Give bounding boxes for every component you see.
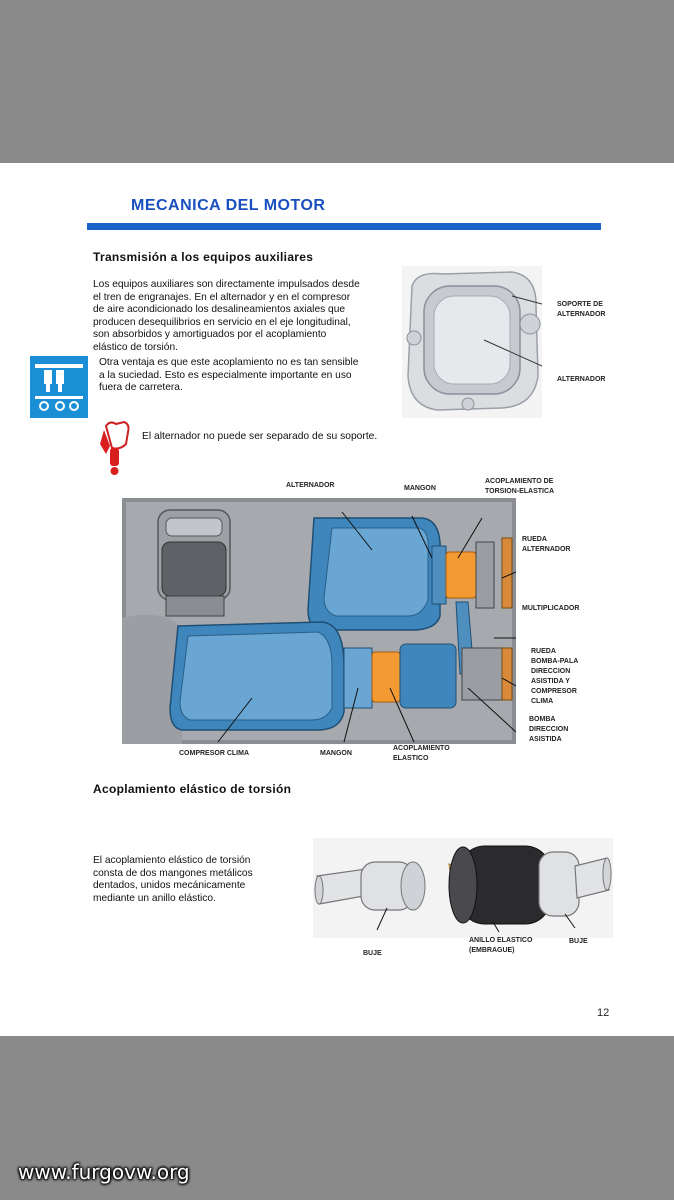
label-line: ELASTICO	[393, 755, 429, 762]
alternator-support-figure	[402, 266, 542, 418]
para-line: fuera de carretera.	[99, 382, 183, 394]
label-line: BOMBA-PALA	[531, 658, 579, 665]
label-buje-left: BUJE	[363, 950, 382, 957]
label-soporte-alternador: SOPORTE DE ALTERNADOR	[557, 300, 605, 320]
label-line: DIRECCION	[531, 668, 571, 675]
label-mangon-bottom: MANGON	[320, 750, 352, 757]
label-acoplamiento-torsion: ACOPLAMIENTO DE TORSION-ELASTICA	[485, 477, 554, 497]
site-watermark: www.furgovw.org	[18, 1160, 190, 1184]
title-rule	[87, 223, 601, 230]
label-line: RUEDA	[531, 648, 556, 655]
para-line: elástico de torsión.	[93, 341, 178, 353]
label-bomba-direccion: BOMBA DIRECCION ASISTIDA	[529, 715, 568, 745]
label-line: ACOPLAMIENTO	[393, 745, 450, 752]
warning-hand-icon	[100, 420, 130, 475]
para-line: a la suciedad. Esto es especialmente imp…	[99, 369, 352, 381]
para-line: el tren de engranajes. En el alternador …	[93, 291, 351, 303]
label-line: TORSION-ELASTICA	[485, 488, 555, 495]
section-heading-acoplamiento: Acoplamiento elástico de torsión	[93, 782, 292, 796]
label-multiplicador: MULTIPLICADOR	[522, 605, 580, 612]
engine-section-icon	[30, 356, 88, 418]
label-line: ALTERNADOR	[522, 546, 571, 553]
label-rueda-bomba: RUEDA BOMBA-PALA DIRECCION ASISTIDA Y CO…	[531, 647, 578, 707]
para-line: consta de dos mangones metálicos	[93, 867, 253, 879]
label-line: ALTERNADOR	[557, 311, 606, 318]
para-line: son absorbidos y amortiguados por el aco…	[93, 329, 327, 341]
para-line: mediante un anillo elástico.	[93, 892, 216, 904]
label-alternador-fig1: ALTERNADOR	[557, 376, 606, 383]
page-number: 12	[597, 1007, 610, 1019]
label-line: ANILLO ELASTICO	[469, 937, 533, 944]
label-anillo-elastico: ANILLO ELASTICO (EMBRAGUE)	[469, 936, 532, 956]
label-line: RUEDA	[522, 536, 547, 543]
para-line: Los equipos auxiliares son directamente …	[93, 279, 360, 290]
section-heading-auxiliares: Transmisión a los equipos auxiliares	[93, 250, 314, 264]
label-rueda-alternador: RUEDA ALTERNADOR	[522, 535, 570, 555]
paragraph-auxiliares: Los equipos auxiliares son directamente …	[93, 279, 360, 355]
label-alternador: ALTERNADOR	[286, 482, 335, 489]
label-line: COMPRESOR	[531, 688, 577, 695]
label-mangon-top: MANGON	[404, 485, 436, 492]
document-page: MECANICA DEL MOTOR Transmisión a los equ…	[0, 163, 674, 1036]
label-line: SOPORTE DE	[557, 301, 603, 308]
para-line: de aire acondicionado los desalineamient…	[93, 304, 346, 316]
label-buje-right: BUJE	[569, 938, 588, 945]
label-line: BOMBA	[529, 716, 556, 723]
label-line: (EMBRAGUE)	[469, 947, 515, 954]
label-line: ASISTIDA	[529, 736, 562, 743]
label-line: CLIMA	[531, 698, 554, 705]
para-line: El acoplamiento elástico de torsión	[93, 855, 251, 866]
label-acoplamiento-elastico: ACOPLAMIENTO ELASTICO	[393, 744, 450, 764]
page-title: MECANICA DEL MOTOR	[131, 197, 326, 214]
note-text: El alternador no puede ser separado de s…	[142, 431, 378, 442]
label-line: ACOPLAMIENTO DE	[485, 478, 554, 485]
engine-auxiliaries-figure	[122, 498, 516, 744]
label-compresor-clima: COMPRESOR CLIMA	[179, 750, 249, 757]
paragraph-ventaja: Otra ventaja es que este acoplamiento no…	[99, 357, 358, 395]
para-line: Otra ventaja es que este acoplamiento no…	[99, 357, 359, 368]
label-line: ASISTIDA Y	[531, 678, 570, 685]
paragraph-acoplamiento: El acoplamiento elástico de torsión cons…	[93, 855, 253, 905]
label-line: DIRECCION	[529, 726, 569, 733]
para-line: dentados, unidos mecánicamente	[93, 880, 246, 892]
para-line: producen desequilibrios en servicio en e…	[93, 316, 351, 328]
elastic-coupling-figure	[313, 838, 613, 938]
